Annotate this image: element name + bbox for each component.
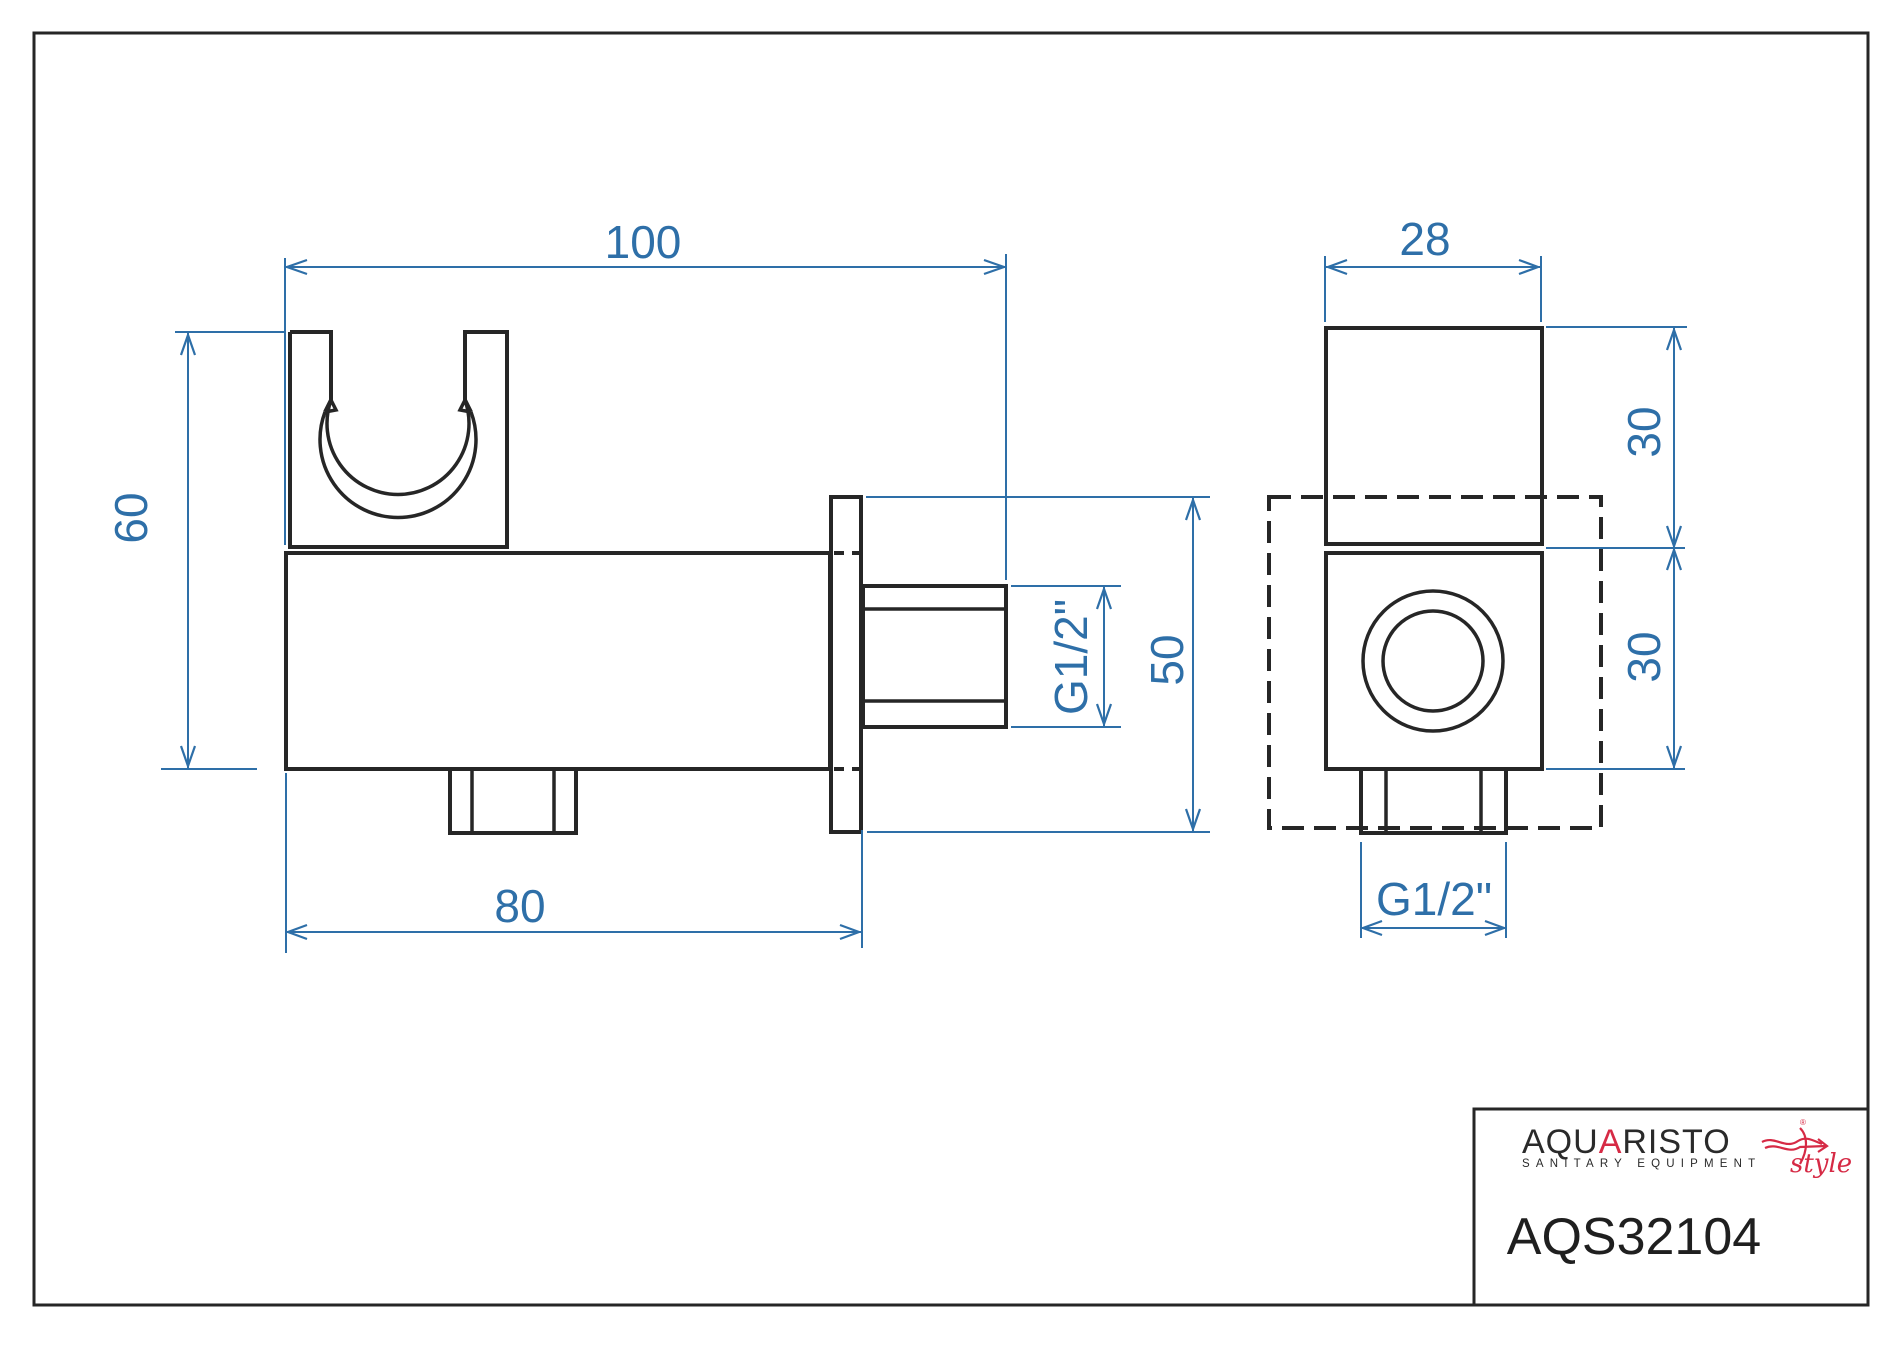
brand-logo: AQUARISTO SANITARY EQUIPMENT ® style — [1522, 1118, 1852, 1179]
dim-side-thread-arrow-bottom — [1095, 703, 1113, 728]
model-number: AQS32104 — [1507, 1208, 1761, 1266]
dim-100-arrow-right — [983, 258, 1008, 276]
brand-name: AQUARISTO — [1522, 1123, 1731, 1161]
holder-clip-inner-ring — [325, 399, 471, 497]
brand-registered-mark: ® — [1800, 1118, 1806, 1127]
front-view-dimensions: 28 30 30 G1/2" — [1324, 213, 1687, 938]
dim-side-thread-arrow-top — [1095, 585, 1113, 610]
brand-tagline: SANITARY EQUIPMENT — [1522, 1158, 1761, 1170]
dim-30-upper-arrow-top — [1665, 326, 1683, 351]
outlet-inner-ring — [1381, 609, 1485, 713]
dim-80-arrow-right — [839, 923, 863, 941]
holder-clip-outer-ring — [318, 411, 478, 520]
wall-flange-outline-hidden — [1267, 495, 1603, 830]
outlet-outer-ring — [1361, 589, 1505, 733]
brand-name-part1: AQU — [1522, 1123, 1599, 1161]
sheet-border — [32, 31, 1870, 1307]
dim-50-arrow-bottom — [1184, 808, 1202, 833]
dim-28-arrow-right — [1518, 258, 1542, 276]
dim-60-label: 60 — [105, 492, 157, 543]
dim-50-arrow-top — [1184, 496, 1202, 521]
title-block: AQUARISTO SANITARY EQUIPMENT ® style AQS… — [1472, 1107, 1870, 1307]
brand-name-accent: A — [1599, 1123, 1623, 1161]
side-view — [284, 330, 1008, 835]
dim-30-lower-label: 30 — [1618, 631, 1670, 682]
dim-60-arrow-bottom — [179, 745, 197, 770]
wall-connection-pipe — [861, 584, 1008, 729]
dim-80-label: 80 — [494, 880, 545, 932]
front-view — [1267, 326, 1603, 835]
dim-28-label: 28 — [1399, 213, 1450, 265]
dim-30-lower-arrow-top — [1665, 546, 1683, 571]
bottom-outlet-nipple-front — [1359, 767, 1508, 835]
dim-30-lower-arrow-bottom — [1665, 745, 1683, 770]
side-view-dimensions: 100 60 80 50 G1/2" — [105, 216, 1210, 953]
dim-28-arrow-left — [1324, 258, 1348, 276]
dim-30-upper-label: 30 — [1618, 406, 1670, 457]
title-block-frame — [1472, 1107, 1870, 1307]
holder-clip-ring-tip-left — [324, 399, 339, 414]
dim-60-arrow-top — [179, 331, 197, 356]
brand-arrow-swoosh-icon — [1761, 1127, 1829, 1165]
dim-bottom-thread-arrow-left — [1359, 919, 1383, 937]
body-block-front — [1324, 551, 1544, 771]
bottom-outlet-nipple — [448, 767, 578, 835]
dim-bottom-thread-label: G1/2" — [1376, 873, 1492, 925]
holder-clip-ring-tip-right — [457, 399, 472, 414]
dim-100-label: 100 — [605, 216, 682, 268]
dim-50-label: 50 — [1141, 634, 1193, 685]
main-body — [284, 551, 832, 771]
brand-script: style — [1790, 1149, 1852, 1179]
dim-side-thread-label: G1/2" — [1045, 599, 1097, 715]
holder-block-front — [1324, 326, 1544, 546]
dim-80-arrow-left — [284, 923, 308, 941]
dim-100-arrow-left — [283, 258, 308, 276]
dim-bottom-thread-arrow-right — [1484, 919, 1508, 937]
brand-name-part2: RISTO — [1622, 1123, 1730, 1161]
dim-30-upper-arrow-bottom — [1665, 525, 1683, 550]
wall-flange — [829, 495, 863, 834]
